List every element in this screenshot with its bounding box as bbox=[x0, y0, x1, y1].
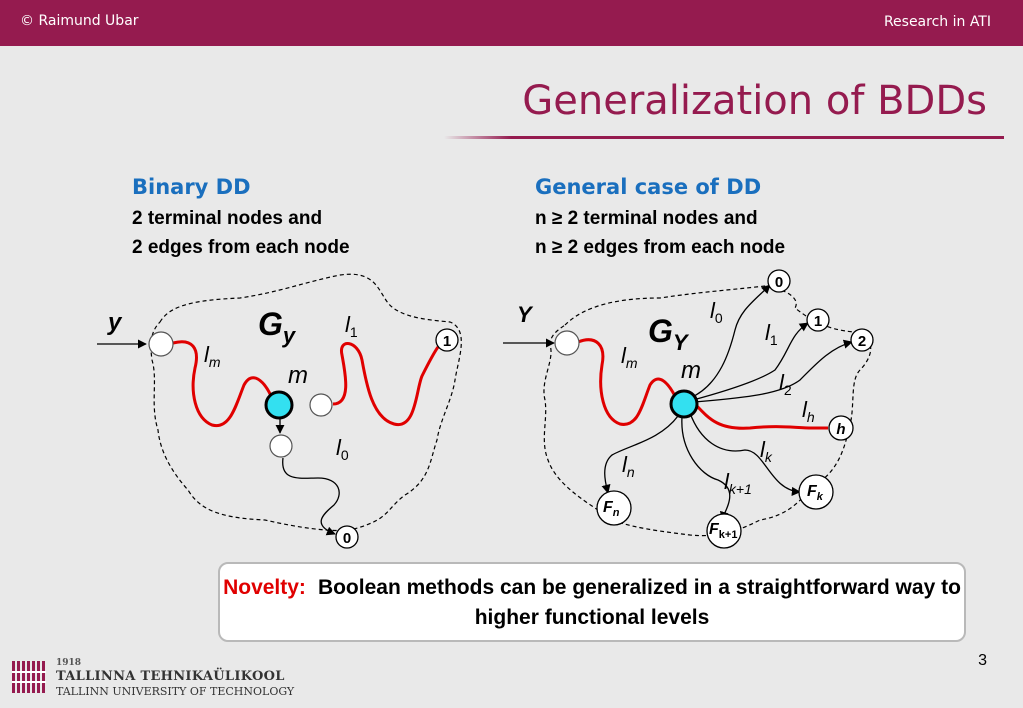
left-active-node bbox=[264, 390, 294, 420]
right-terminal-fn-label: Fn bbox=[603, 499, 620, 519]
right-terminal-node-h bbox=[828, 415, 854, 441]
novelty-callout: Novelty: Boolean methods can be generaliz… bbox=[218, 562, 966, 642]
right-terminal-fk-label: Fk bbox=[807, 483, 824, 503]
logo-name-estonian: TALLINNA TEHNIKAÜLIKOOL bbox=[56, 669, 285, 684]
novelty-label: Novelty: bbox=[223, 576, 306, 599]
left-terminal-1-label: 1 bbox=[443, 333, 451, 350]
right-edge-2 bbox=[694, 339, 853, 403]
left-terminal-0-label: 0 bbox=[343, 530, 351, 547]
right-terminal-node-2 bbox=[850, 328, 874, 352]
right-node-label: m bbox=[681, 357, 701, 384]
header-right-text: Research in ATI bbox=[883, 14, 991, 30]
right-edge-1 bbox=[692, 322, 809, 401]
right-input-label: Y bbox=[517, 302, 534, 327]
right-terminal-node-fk1 bbox=[706, 513, 742, 549]
right-red-path-h bbox=[694, 403, 828, 430]
university-logo bbox=[12, 661, 46, 693]
left-path-0-label: l0 bbox=[336, 435, 349, 463]
slide-title: Generalization of BDDs bbox=[522, 78, 987, 124]
left-graph-label: Gy bbox=[258, 306, 297, 348]
left-graph-boundary bbox=[150, 273, 462, 532]
right-terminal-2-label: 2 bbox=[858, 333, 866, 350]
right-terminal-node-1 bbox=[806, 308, 830, 332]
right-active-node bbox=[669, 389, 699, 419]
left-node-below bbox=[269, 434, 293, 458]
left-terminal-node-1 bbox=[435, 328, 459, 352]
left-subtext: 2 terminal nodes and 2 edges from each n… bbox=[132, 204, 350, 262]
right-terminal-node-fk bbox=[798, 474, 834, 510]
right-path-n-label: ln bbox=[622, 452, 635, 480]
right-path-m-label: lm bbox=[621, 343, 638, 371]
left-path-0 bbox=[282, 457, 340, 536]
right-subtext-line1: n ≥ 2 terminal nodes and bbox=[535, 208, 758, 229]
general-dd-diagram: 0 1 2 h Fk Fk+1 Fn Y GY m lm l0 l1 bbox=[503, 269, 874, 549]
left-start-node bbox=[148, 331, 174, 357]
left-subtext-line2: 2 edges from each node bbox=[132, 237, 350, 258]
right-red-path-m bbox=[577, 338, 678, 426]
right-graph-label: GY bbox=[648, 313, 690, 355]
binary-dd-diagram: 1 0 y Gy m lm l1 l0 bbox=[97, 273, 462, 549]
right-terminal-node-0 bbox=[767, 269, 791, 293]
left-subtext-line1: 2 terminal nodes and bbox=[132, 208, 323, 229]
right-path-k-label: lk bbox=[760, 437, 773, 465]
left-terminal-node-0 bbox=[335, 525, 359, 549]
left-red-path-1 bbox=[332, 342, 440, 426]
logo-year: 1918 bbox=[56, 658, 82, 668]
right-heading: General case of DD bbox=[535, 175, 762, 199]
title-rule bbox=[444, 136, 1004, 139]
right-path-1-label: l1 bbox=[765, 320, 778, 348]
right-terminal-0-label: 0 bbox=[775, 274, 783, 291]
right-edge-n bbox=[601, 415, 679, 494]
logo-name-english: TALLINN UNIVERSITY OF TECHNOLOGY bbox=[56, 685, 295, 698]
left-heading: Binary DD bbox=[132, 175, 251, 199]
left-red-path-m bbox=[172, 340, 274, 428]
copyright-text: © Raimund Ubar bbox=[20, 13, 139, 29]
top-bar: © Raimund Ubar Research in ATI bbox=[0, 0, 1023, 46]
right-edge-0 bbox=[689, 284, 771, 399]
right-subtext-line2: n ≥ 2 edges from each node bbox=[535, 237, 786, 258]
left-input-label: y bbox=[107, 309, 123, 336]
left-path-m-label: lm bbox=[204, 342, 221, 370]
right-path-h-label: lh bbox=[802, 397, 815, 425]
right-edge-k bbox=[689, 412, 801, 496]
novelty-text: Boolean methods can be generalized in a … bbox=[317, 576, 961, 629]
right-terminal-node-fn bbox=[596, 490, 632, 526]
left-path-1-label: l1 bbox=[345, 312, 358, 340]
right-edge-k1 bbox=[681, 416, 731, 521]
right-path-0-label: l0 bbox=[710, 298, 723, 326]
page-number: 3 bbox=[978, 652, 987, 669]
right-terminal-fk1-label: Fk+1 bbox=[709, 521, 737, 541]
right-subtext: n ≥ 2 terminal nodes and n ≥ 2 edges fro… bbox=[535, 204, 785, 262]
right-terminal-h-label: h bbox=[836, 421, 845, 438]
right-start-node bbox=[554, 330, 580, 356]
left-node-label: m bbox=[288, 362, 308, 389]
right-path-2-label: l2 bbox=[779, 370, 792, 398]
right-terminal-1-label: 1 bbox=[814, 313, 822, 330]
left-node-right bbox=[309, 393, 333, 417]
right-path-k1-label: lk+1 bbox=[724, 469, 752, 497]
